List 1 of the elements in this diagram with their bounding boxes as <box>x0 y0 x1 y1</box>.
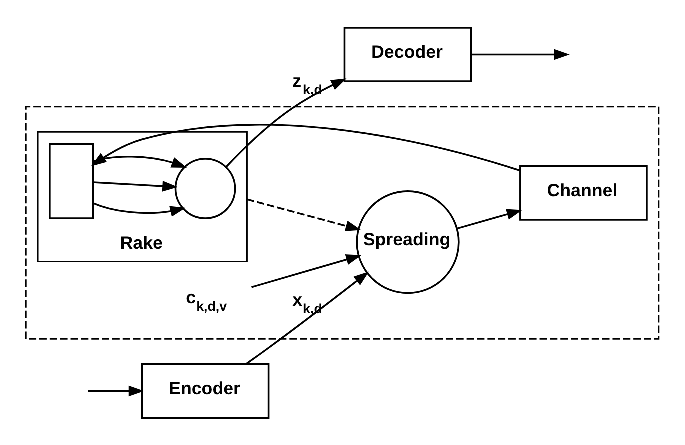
node-text: c$_{k,d,v}$ <box>186 287 228 314</box>
